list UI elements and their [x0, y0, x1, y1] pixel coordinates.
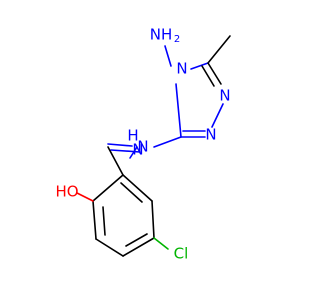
bond-ring-chlorine: [153, 237, 169, 250]
bond-ring-inner-1: [102, 206, 106, 236]
hydroxyl-label: HO: [55, 183, 78, 201]
chlorine-label: Cl: [174, 245, 189, 263]
bond-ring-4: [122, 237, 155, 257]
bond-imine-b: [107, 143, 133, 147]
bond-ring-inner-3: [120, 182, 143, 203]
bond-c5-n1-a: [207, 62, 222, 85]
chemical-structure-diagram: NH 2 N N N H N N HO Cl: [55, 26, 231, 263]
bond-ring-1: [92, 174, 124, 202]
bond-n4-c5: [190, 62, 209, 70]
bond-c5-n1-b: [201, 65, 215, 87]
amino-label: NH: [150, 26, 173, 44]
bond-n1-n2: [211, 103, 224, 128]
bond-c3-nh: [153, 136, 182, 148]
bond-nh-n: [129, 146, 138, 159]
bond-ring-6: [122, 174, 153, 202]
bond-ring-hydroxyl: [76, 192, 94, 202]
triazole-n2-label: N: [205, 126, 216, 144]
bond-ring-2: [92, 200, 97, 240]
bond-n4-nh2: [164, 45, 172, 67]
bond-ring-3: [95, 238, 124, 257]
bond-ring-5: [151, 200, 155, 239]
bond-c3-n4: [175, 83, 182, 138]
imine-n-label: N: [132, 141, 143, 159]
hydrazine-h-label: H: [127, 127, 138, 145]
hydrazine-n-label: N: [137, 138, 148, 156]
bond-ch-ring: [107, 146, 124, 176]
bond-c5-methyl: [207, 35, 231, 64]
amino-subscript: 2: [174, 34, 180, 45]
bond-imine-a: [110, 149, 141, 153]
triazole-n4-label: N: [176, 60, 187, 78]
bond-ring-inner-2: [125, 233, 148, 247]
triazole-n1-label: N: [219, 87, 230, 105]
